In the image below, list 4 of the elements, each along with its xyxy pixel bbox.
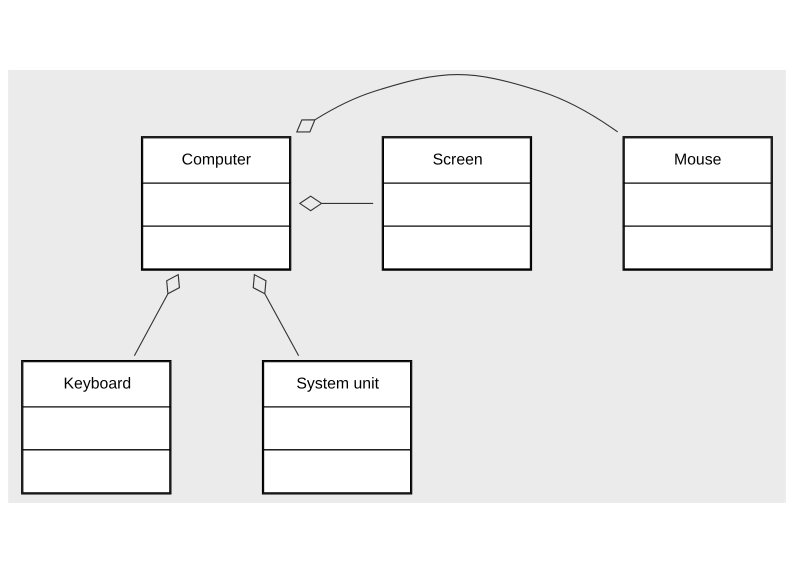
connector	[298, 196, 374, 212]
connector	[134, 274, 180, 356]
connector	[296, 74, 618, 132]
connector	[252, 274, 300, 356]
